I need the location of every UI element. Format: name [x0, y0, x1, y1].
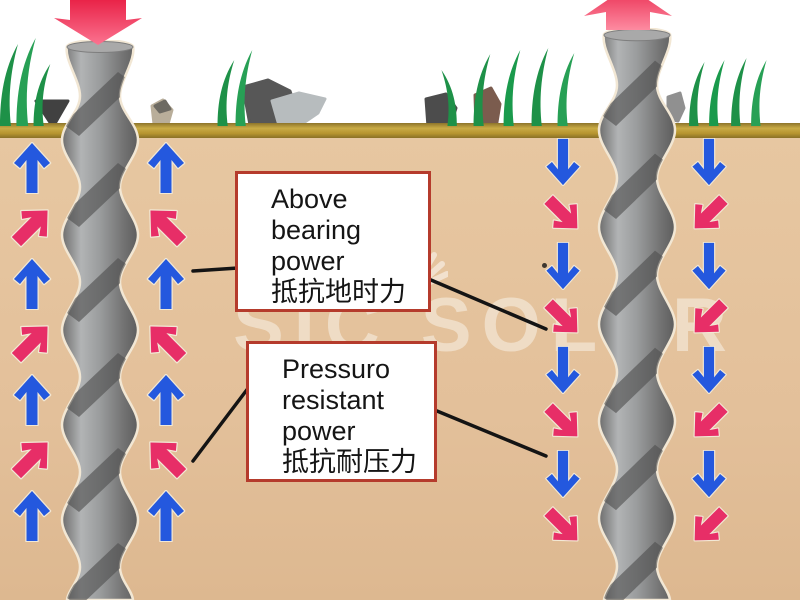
grass-blade: [531, 48, 549, 126]
grass-blade: [473, 54, 491, 126]
force-column-right-inner: [539, 138, 587, 550]
up-right-force-arrow-icon: [10, 209, 49, 248]
down-right-force-arrow-icon: [543, 506, 579, 542]
screw-pile-left: [60, 40, 140, 600]
push-down-arrow-icon: [54, 0, 142, 45]
bearing-line-1: Above: [271, 184, 348, 214]
down-left-force-arrow-icon: [693, 298, 729, 334]
up-force-arrow-icon: [12, 142, 52, 194]
pull-up-arrow-icon: [584, 0, 672, 30]
force-column-left-outer: [6, 142, 58, 542]
up-force-arrow-icon: [146, 374, 186, 426]
up-force-arrow-icon: [12, 374, 52, 426]
rock-triangle-left: [34, 99, 70, 129]
grass-blade: [33, 64, 51, 126]
down-right-force-arrow-icon: [543, 402, 579, 438]
grass-blade: [16, 38, 36, 126]
grass-blade: [751, 60, 767, 126]
up-left-force-arrow-icon: [149, 209, 188, 248]
down-force-arrow-icon: [691, 346, 727, 394]
up-right-force-arrow-icon: [10, 441, 49, 480]
force-column-right-outer: [685, 138, 733, 550]
down-left-force-arrow-icon: [693, 402, 729, 438]
grass-blade: [731, 58, 747, 126]
up-force-arrow-icon: [12, 490, 52, 542]
pressure-resistant-label: Pressuro resistant power 抵抗耐压力: [246, 341, 437, 482]
bearing-line-3: power: [271, 246, 345, 276]
grass-blade: [441, 70, 457, 126]
down-left-force-arrow-icon: [693, 194, 729, 230]
down-force-arrow-icon: [545, 242, 581, 290]
grass-blade: [235, 50, 253, 126]
up-left-force-arrow-icon: [149, 441, 188, 480]
down-left-force-arrow-icon: [693, 506, 729, 542]
up-force-arrow-icon: [146, 490, 186, 542]
rock-light-center: [270, 91, 327, 128]
force-column-left-inner: [140, 142, 192, 542]
bearing-power-label: Above bearing power 抵抗地时力: [235, 171, 431, 312]
pressure-line-2: resistant: [282, 385, 385, 415]
down-force-arrow-icon: [691, 450, 727, 498]
up-force-arrow-icon: [12, 258, 52, 310]
down-right-force-arrow-icon: [543, 298, 579, 334]
grass-blade: [217, 60, 235, 126]
down-right-force-arrow-icon: [543, 194, 579, 230]
pressure-line-4: 抵抗耐压力: [282, 447, 417, 477]
bearing-line-2: bearing: [271, 215, 362, 245]
grass-blade: [689, 62, 705, 126]
pressure-line-3: power: [282, 416, 356, 446]
pressure-line-1: Pressuro: [282, 354, 391, 384]
up-force-arrow-icon: [146, 258, 186, 310]
up-right-force-arrow-icon: [10, 325, 49, 364]
down-force-arrow-icon: [545, 138, 581, 186]
up-force-arrow-icon: [146, 142, 186, 194]
screw-pile-right: [597, 28, 677, 600]
up-left-force-arrow-icon: [149, 325, 188, 364]
down-force-arrow-icon: [545, 450, 581, 498]
down-force-arrow-icon: [545, 346, 581, 394]
down-force-arrow-icon: [691, 138, 727, 186]
grass-blade: [503, 50, 521, 126]
grass-blade: [557, 53, 575, 126]
down-force-arrow-icon: [691, 242, 727, 290]
grass-blade: [709, 60, 725, 126]
bearing-line-4: 抵抗地时力: [271, 277, 406, 307]
rock-small-left-cap: [153, 99, 172, 114]
grass-blade: [0, 44, 18, 126]
speck: [542, 263, 547, 268]
